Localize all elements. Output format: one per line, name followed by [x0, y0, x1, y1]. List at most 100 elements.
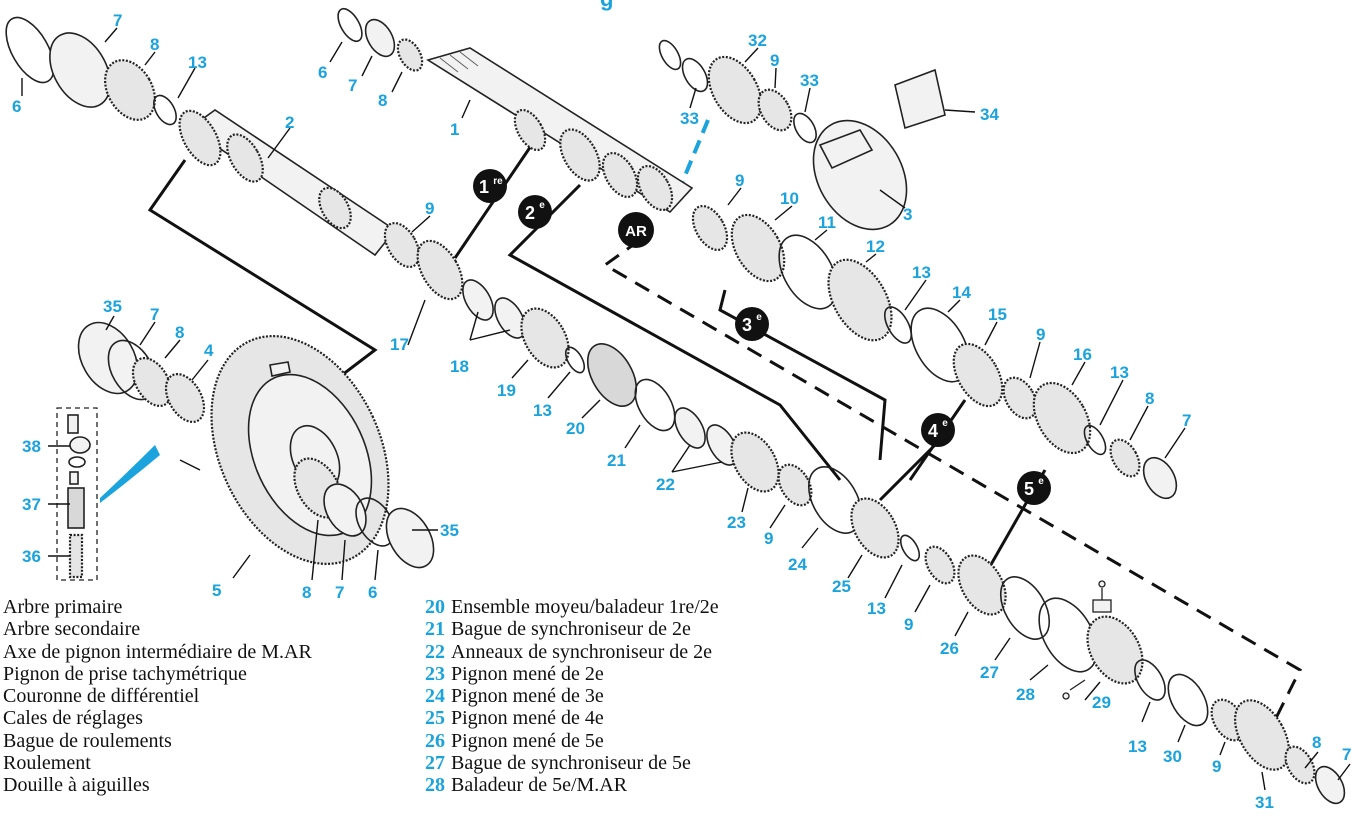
callout-8: 8	[378, 91, 387, 110]
path-third-gear	[718, 289, 887, 461]
callout-7: 7	[1182, 411, 1191, 430]
callout-24: 24	[788, 555, 807, 574]
callout-8: 8	[150, 35, 159, 54]
upper-left-bearings	[5, 16, 177, 126]
callout-1: 1	[450, 120, 459, 139]
svg-text:e: e	[942, 418, 948, 429]
legend-left: Arbre primaire Arbre secondaire Axe de p…	[3, 596, 312, 797]
callout-14: 14	[952, 283, 971, 302]
callout-25: 25	[832, 577, 851, 596]
legend-item: 25 Pignon mené de 4e	[425, 707, 719, 729]
callout-9: 9	[1212, 757, 1221, 776]
callout-26: 26	[940, 639, 959, 658]
svg-text:e: e	[539, 200, 545, 211]
callout-13: 13	[188, 53, 207, 72]
callout-13: 13	[1110, 363, 1129, 382]
callout-8: 8	[1145, 389, 1154, 408]
callout-6: 6	[318, 63, 327, 82]
legend-number: 26	[425, 729, 445, 752]
legend-item: 28 Baladeur de 5e/M.AR	[425, 774, 719, 796]
legend-item: Douille à aiguilles	[3, 774, 150, 797]
callout-7: 7	[1342, 745, 1351, 764]
callout-16: 16	[1073, 345, 1092, 364]
legend-item: Pignon de prise tachymétrique	[3, 662, 247, 685]
callout-7: 7	[348, 76, 357, 95]
legend-item: Cales de réglages	[3, 707, 143, 730]
callout-23: 23	[727, 513, 746, 532]
callout-33: 33	[800, 71, 819, 90]
callout-35: 35	[103, 297, 122, 316]
leader-lines	[21, 27, 1351, 791]
svg-text:AR: AR	[625, 223, 647, 240]
callout-19: 19	[497, 381, 516, 400]
badge-first-gear: 1 re	[473, 169, 507, 203]
legend-number: 23	[425, 662, 445, 685]
svg-text:1: 1	[479, 177, 489, 197]
callout-38: 38	[22, 437, 41, 456]
badge-second-gear: 2 e	[518, 195, 552, 229]
callout-35: 35	[440, 521, 459, 540]
legend-text: Pignon mené de 5e	[451, 729, 604, 752]
callout-9: 9	[735, 171, 744, 190]
callout-34: 34	[980, 105, 999, 124]
legend-item: 23 Pignon mené de 2e	[425, 663, 719, 685]
callout-17: 17	[390, 335, 409, 354]
callout-8: 8	[302, 583, 311, 602]
callout-33: 33	[680, 109, 699, 128]
legend-item: Bague de roulements	[3, 729, 172, 752]
callout-15: 15	[988, 305, 1007, 324]
svg-text:e: e	[1038, 476, 1044, 487]
callout-21: 21	[607, 451, 626, 470]
badge-fifth-gear: 5 e	[1017, 471, 1051, 505]
legend-text: Baladeur de 5e/M.AR	[451, 774, 628, 797]
title-fragment: g	[600, 0, 613, 12]
badge-reverse-gear: AR	[618, 212, 654, 248]
path-fourth-gear	[878, 399, 967, 502]
callout-4: 4	[204, 341, 214, 360]
differential	[77, 321, 435, 569]
callout-28: 28	[1016, 685, 1035, 704]
legend-item: Roulement	[3, 752, 91, 775]
callout-8: 8	[1312, 733, 1321, 752]
callout-2: 2	[285, 113, 294, 132]
main-gear-stack	[691, 204, 1178, 500]
callout-20: 20	[566, 419, 585, 438]
svg-text:4: 4	[928, 421, 938, 441]
legend-text: Pignon mené de 2e	[451, 662, 604, 685]
callout-36: 36	[22, 547, 41, 566]
callout-7: 7	[150, 305, 159, 324]
legend-item: Axe de pignon intermédiaire de M.AR	[3, 640, 312, 663]
secondary-shaft	[178, 109, 397, 257]
callout-12: 12	[866, 237, 885, 256]
legend-number: 28	[425, 774, 445, 797]
callout-22: 22	[656, 475, 675, 494]
legend-number: 25	[425, 707, 445, 730]
legend-number: 22	[425, 640, 445, 663]
legend-text: Bague de synchroniseur de 2e	[451, 618, 691, 641]
callout-9: 9	[904, 615, 913, 634]
callout-27: 27	[980, 663, 999, 682]
callout-11: 11	[818, 213, 836, 232]
callout-9: 9	[770, 51, 779, 70]
callout-13: 13	[1128, 737, 1147, 756]
badge-third-gear: 3 e	[735, 307, 769, 341]
upper-primary-parts	[337, 7, 424, 72]
svg-text:3: 3	[742, 315, 752, 335]
legend-item: Arbre secondaire	[3, 618, 141, 641]
legend-item: Arbre primaire	[3, 596, 123, 618]
callout-30: 30	[1163, 747, 1182, 766]
callout-13: 13	[533, 401, 552, 420]
legend-text: Pignon mené de 4e	[451, 707, 604, 730]
legend-text: Bague de synchroniseur de 5e	[451, 752, 691, 775]
legend-number: 21	[425, 618, 445, 641]
callout-6: 6	[12, 97, 21, 116]
callout-32: 32	[748, 31, 767, 50]
callout-37: 37	[22, 495, 41, 514]
primary-shaft	[426, 47, 694, 214]
legend-item: 21 Bague de synchroniseur de 2e	[425, 618, 719, 640]
callout-31: 31	[1255, 793, 1274, 812]
